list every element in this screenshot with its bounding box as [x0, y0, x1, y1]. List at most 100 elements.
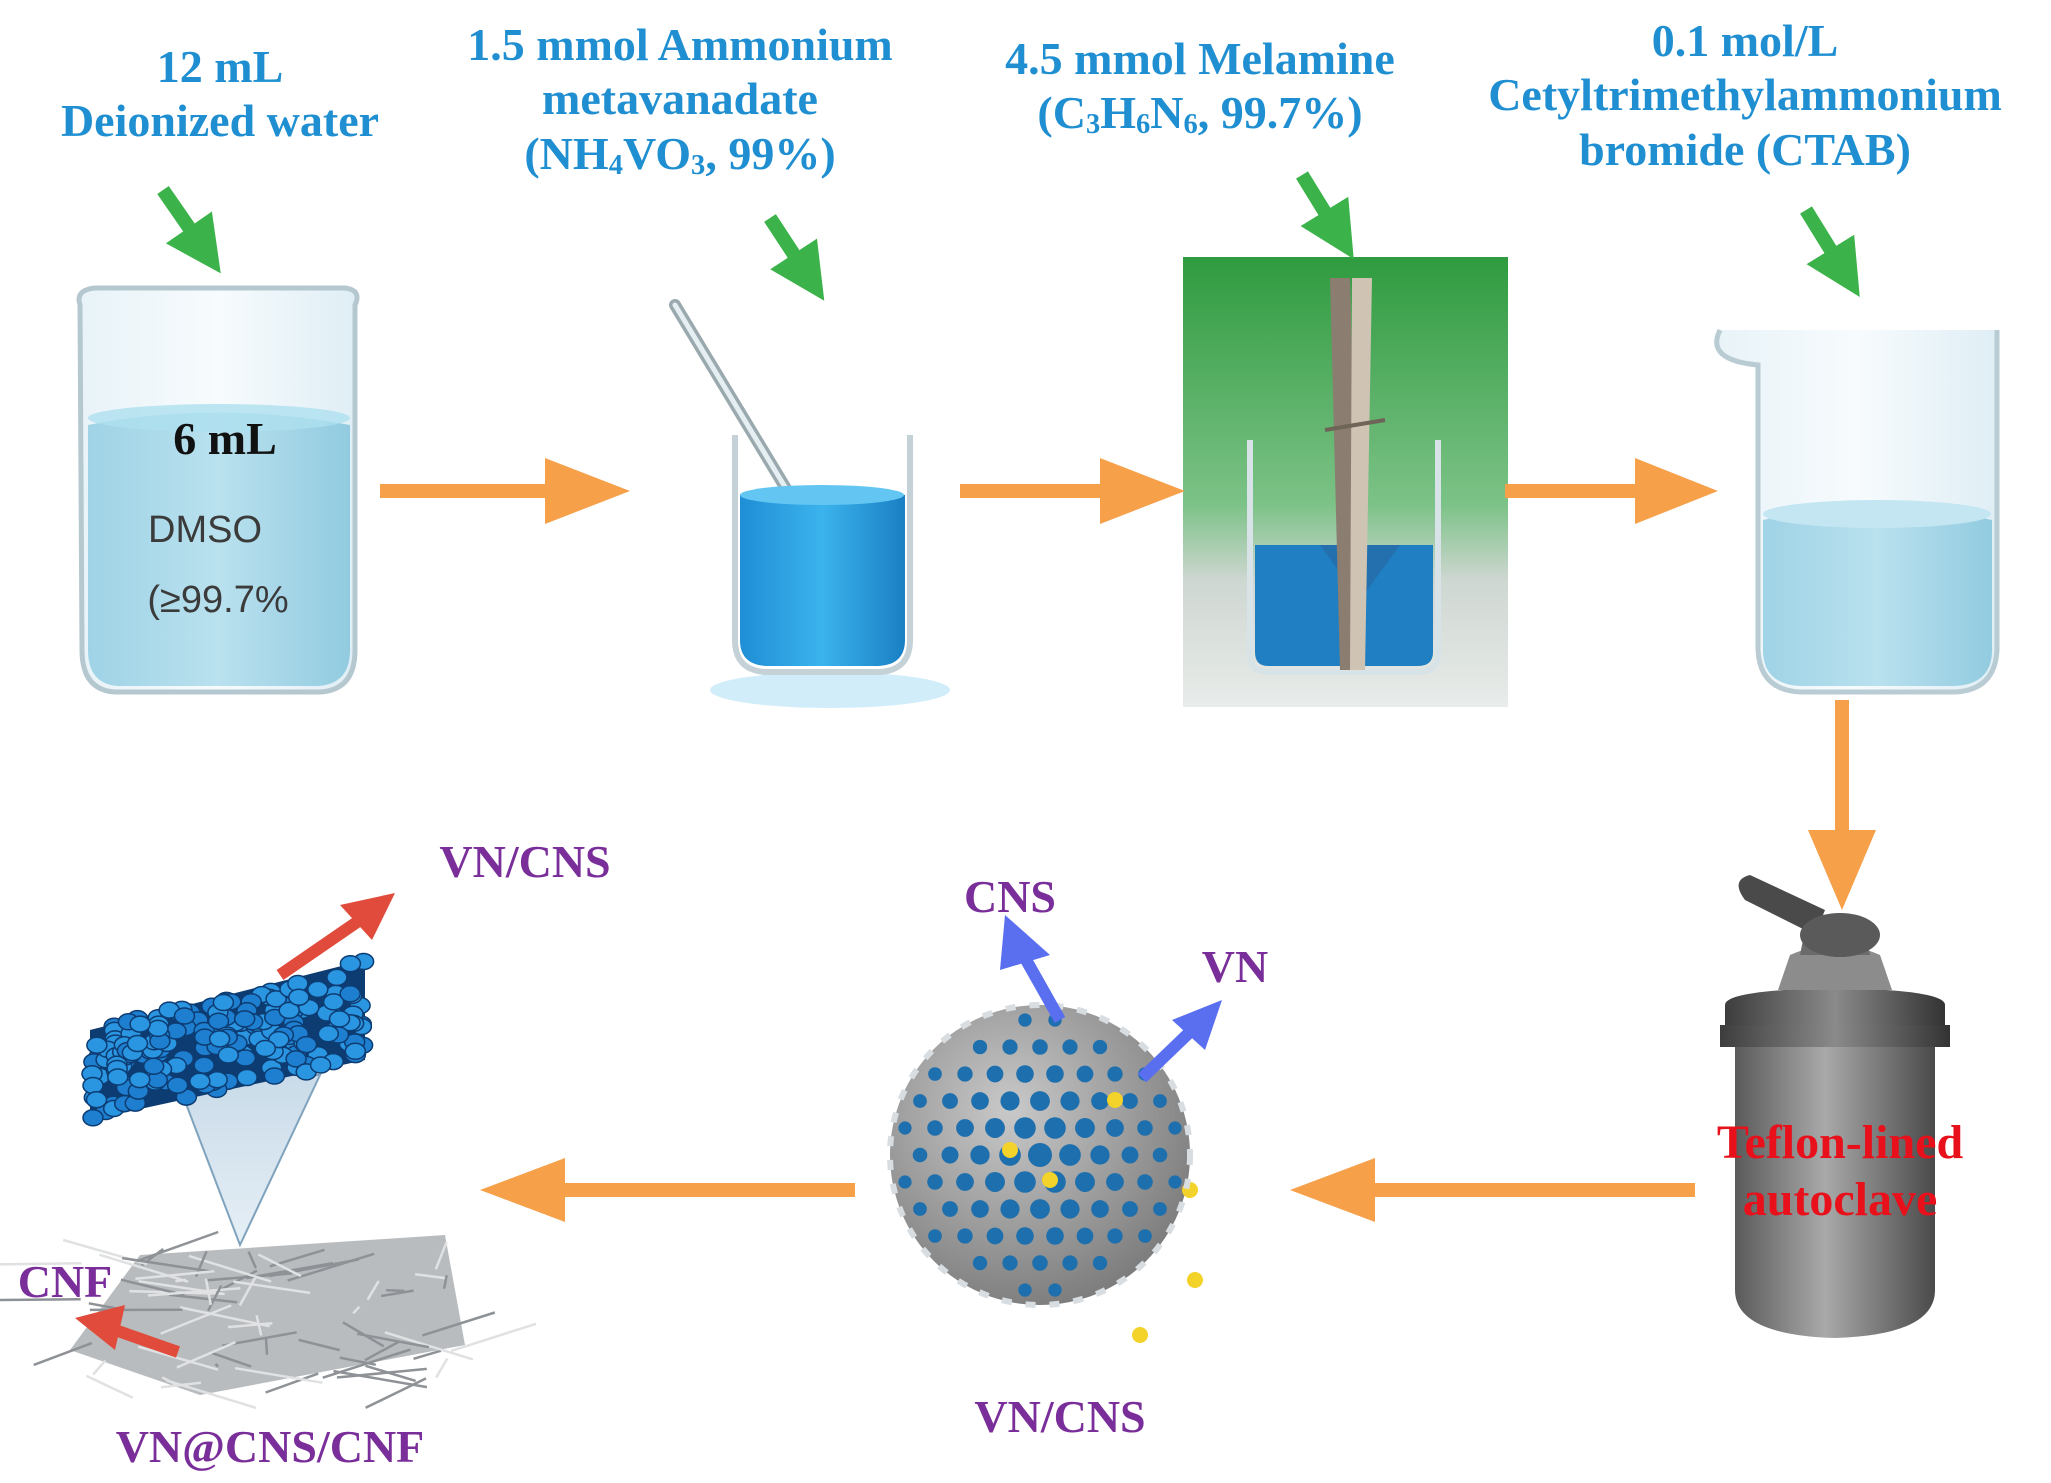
cnf-fiber — [233, 1280, 311, 1295]
vn-cns-bead — [326, 968, 348, 987]
cns-cell — [1030, 1199, 1050, 1219]
cns-cell — [986, 1227, 1004, 1245]
cnf-fiber — [255, 1315, 263, 1336]
cns-cell — [1075, 1172, 1095, 1192]
water-label: 12 mL Deionized water — [30, 40, 410, 149]
autoclave-label: Teflon-lined autoclave — [1705, 1115, 1975, 1228]
cns-cell — [970, 1145, 990, 1165]
vn-cns-bead — [166, 1076, 189, 1094]
cns-cell — [1091, 1200, 1109, 1218]
melamine-label: 4.5 mmol Melamine (C3H6N6, 99.7%) — [950, 32, 1450, 142]
vn-cns-bead — [217, 1046, 240, 1064]
cns-cell — [927, 1174, 943, 1190]
cnf-fiber — [0, 1262, 82, 1266]
cns-cell — [1090, 1145, 1110, 1165]
vn-cns-bead — [82, 1076, 104, 1095]
cnf-fiber — [264, 1338, 269, 1355]
vn-cns-bead — [309, 1056, 332, 1074]
vn-cns-bead — [339, 985, 361, 1003]
vn-cns-bead — [328, 1010, 351, 1028]
vn-cns-bead — [285, 1050, 307, 1068]
cns-cell — [956, 1173, 974, 1191]
cns-cell — [942, 1093, 958, 1109]
cns-cell — [898, 1175, 912, 1189]
cns-cell — [1137, 1120, 1153, 1136]
ctab-name: Cetyltrimethylammonium — [1488, 69, 2002, 121]
cns-cell — [1044, 1117, 1066, 1139]
cnf-fiber — [365, 1377, 427, 1409]
vn-cns-bead — [107, 1068, 129, 1086]
beaker-purity-label: (≥99.7% — [147, 579, 289, 621]
vn-particle — [1042, 1172, 1058, 1188]
cnf-fiber — [135, 1270, 215, 1280]
cns-cell — [927, 1120, 943, 1136]
cnf-fiber — [176, 1341, 236, 1369]
cns-cell — [985, 1172, 1005, 1192]
sphere-caption: VN/CNS — [974, 1391, 1146, 1442]
vn-particle — [1002, 1142, 1018, 1158]
cnf-fiber — [356, 1332, 430, 1349]
cnf-fiber — [214, 1362, 220, 1368]
vn-cns-bead — [254, 1039, 277, 1058]
cnf-fiber — [380, 1289, 414, 1298]
cns-cell — [1046, 1227, 1064, 1245]
vn-cns-bead — [147, 1019, 169, 1038]
cns-cell — [1092, 1255, 1108, 1271]
cnf-fiber — [0, 1298, 81, 1302]
cns-cell — [928, 1229, 942, 1243]
sphere-vn-label: VN — [1201, 941, 1269, 992]
water-name: Deionized water — [60, 95, 380, 147]
water-amount: 12 mL — [156, 41, 284, 92]
melamine-beaker-photo — [1183, 257, 1508, 707]
ammonium-formula: (NH4VO3, 99%) — [524, 127, 836, 181]
teflon-autoclave — [1720, 875, 1950, 1338]
cns-cell — [956, 1119, 974, 1137]
cns-cell — [941, 1146, 959, 1164]
cns-cell — [913, 1202, 927, 1216]
ctab-label: 0.1 mol/L Cetyltrimethylammonium bromide… — [1445, 14, 2045, 177]
fiber-cnf-label: CNF — [17, 1256, 113, 1307]
vn-cns-bead — [207, 1012, 230, 1030]
cns-cell — [1059, 1144, 1081, 1166]
cns-cell — [1076, 1227, 1094, 1245]
cns-cell — [1107, 1228, 1123, 1244]
flow-arrows — [380, 458, 1876, 1222]
ammonium-name: metavanadate — [542, 73, 818, 125]
cns-cell — [1121, 1146, 1139, 1164]
cns-cell — [1030, 1091, 1050, 1111]
cns-cell — [1076, 1065, 1094, 1083]
autoclave-line1: Teflon-lined — [1716, 1116, 1964, 1169]
cns-cell — [1075, 1118, 1095, 1138]
cnf-fiber — [85, 1374, 134, 1399]
vn-cns-bead — [322, 993, 345, 1011]
cns-cell — [1032, 1039, 1048, 1055]
cns-cell — [1062, 1255, 1078, 1271]
ctab-beaker — [1714, 328, 2000, 695]
cnf-fiber — [206, 1285, 223, 1312]
cnf-fiber — [204, 1278, 213, 1306]
cnf-fiber — [122, 1256, 213, 1273]
melamine-formula: (C3H6N6, 99.7%) — [1037, 87, 1363, 141]
cnf-fiber — [99, 1253, 189, 1283]
vn-cns-bead — [129, 1015, 151, 1033]
cns-cell — [1107, 1066, 1123, 1082]
cnf-fiber — [238, 1274, 258, 1307]
cnf-fiber — [287, 1252, 375, 1282]
green-pointers — [157, 171, 1860, 301]
cns-cell — [1106, 1119, 1124, 1137]
vn-cns-bead — [212, 993, 235, 1012]
vn-cns-bead — [86, 1036, 108, 1054]
cnf-fiber — [179, 1306, 270, 1328]
flow-arrow-2 — [960, 458, 1185, 524]
flow-arrow-1 — [380, 458, 630, 524]
cns-cell — [1122, 1201, 1138, 1217]
cns-cell — [1000, 1091, 1020, 1111]
melamine-amount: 4.5 mmol Melamine — [1005, 33, 1395, 84]
autoclave-line2: autoclave — [1742, 1172, 1938, 1226]
vn-cns-sphere — [887, 1002, 1203, 1343]
cnf-fiber — [366, 1280, 380, 1301]
cns-cell — [1106, 1173, 1124, 1191]
flow-arrow-4 — [1290, 1158, 1695, 1222]
beaker-volume-label: 6 mL — [173, 413, 277, 464]
vn-cns-bead — [173, 1007, 196, 1025]
